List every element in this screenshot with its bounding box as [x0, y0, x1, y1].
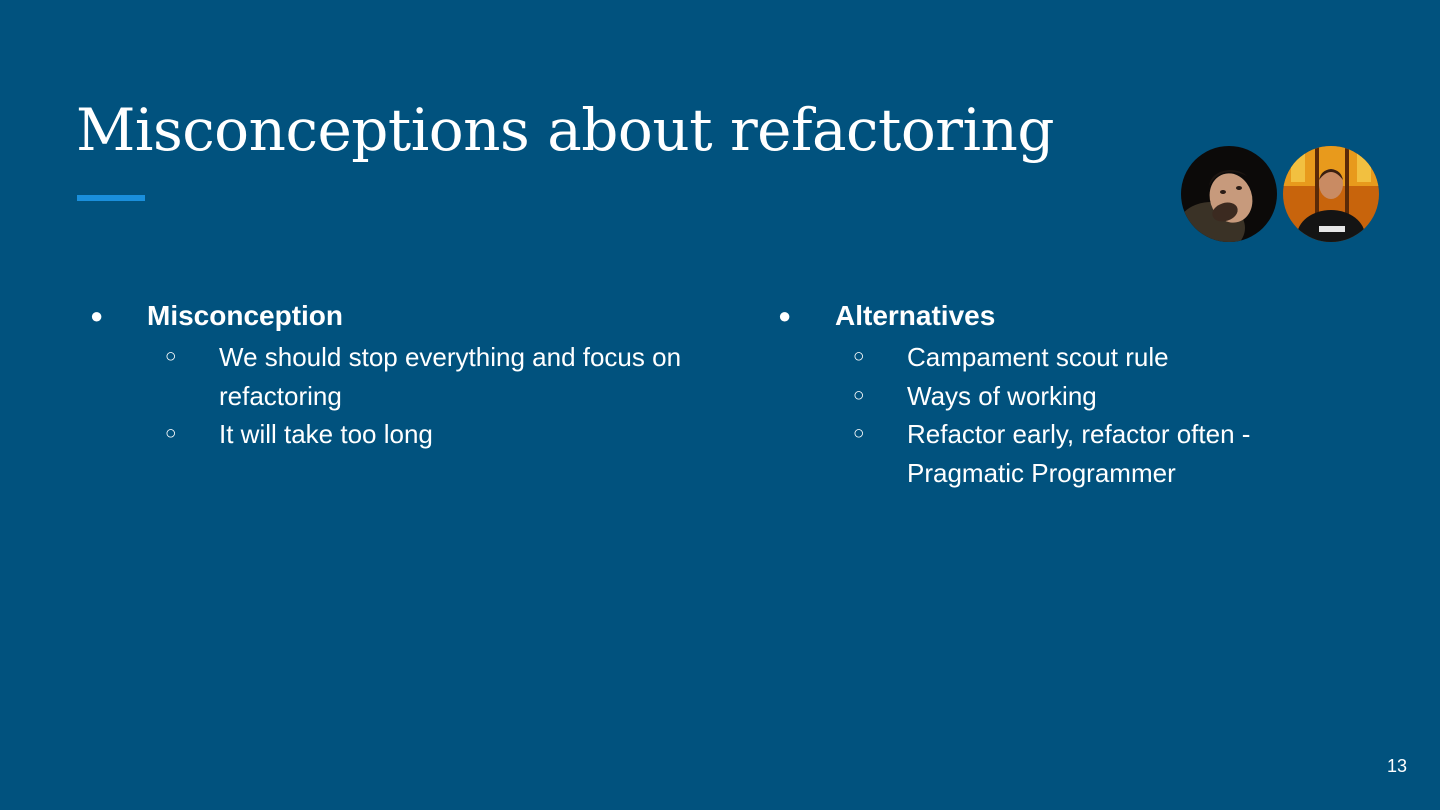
filled-bullet-icon: ●: [90, 303, 104, 328]
alternatives-column: ● Alternatives ○ Campament scout rule ○ …: [778, 296, 1338, 492]
title-accent-bar: [77, 195, 145, 201]
hollow-bullet-icon: ○: [853, 384, 865, 406]
list-item: ○ Ways of working: [778, 377, 1338, 416]
alternatives-heading: Alternatives: [835, 300, 996, 331]
list-item-text: We should stop everything and focus on r…: [219, 342, 682, 411]
alternatives-list: ○ Campament scout rule ○ Ways of working…: [778, 338, 1338, 492]
list-item: ○ Campament scout rule: [778, 338, 1338, 377]
hollow-bullet-icon: ○: [853, 423, 865, 444]
person-photo-icon: [1283, 146, 1379, 242]
speaker-avatar-2: [1283, 146, 1379, 242]
list-item-text: It will take too long: [219, 419, 433, 449]
slide-title: Misconceptions about refactoring: [76, 96, 1055, 164]
misconception-column: ● Misconception ○ We should stop everyth…: [90, 296, 710, 454]
page-number: 13: [1386, 756, 1407, 776]
list-item: ○ It will take too long: [90, 415, 710, 454]
hollow-bullet-icon: ○: [165, 423, 177, 444]
list-item-text: Ways of working: [907, 380, 1097, 411]
list-item: ○ We should stop everything and focus on…: [90, 338, 710, 415]
list-item-text: Refactor early, refactor often - Pragmat…: [907, 419, 1251, 488]
misconception-heading: Misconception: [147, 300, 344, 331]
speaker-avatar-1: [1181, 146, 1277, 242]
list-item: ○ Refactor early, refactor often - Pragm…: [778, 415, 1338, 492]
hollow-bullet-icon: ○: [165, 346, 177, 367]
list-item-text: Campament scout rule: [907, 342, 1169, 372]
filled-bullet-icon: ●: [778, 303, 792, 328]
misconception-heading-row: ● Misconception: [90, 296, 710, 336]
hollow-bullet-icon: ○: [853, 346, 865, 367]
person-photo-icon: [1181, 146, 1277, 242]
misconception-list: ○ We should stop everything and focus on…: [90, 338, 710, 454]
alternatives-heading-row: ● Alternatives: [778, 296, 1338, 336]
